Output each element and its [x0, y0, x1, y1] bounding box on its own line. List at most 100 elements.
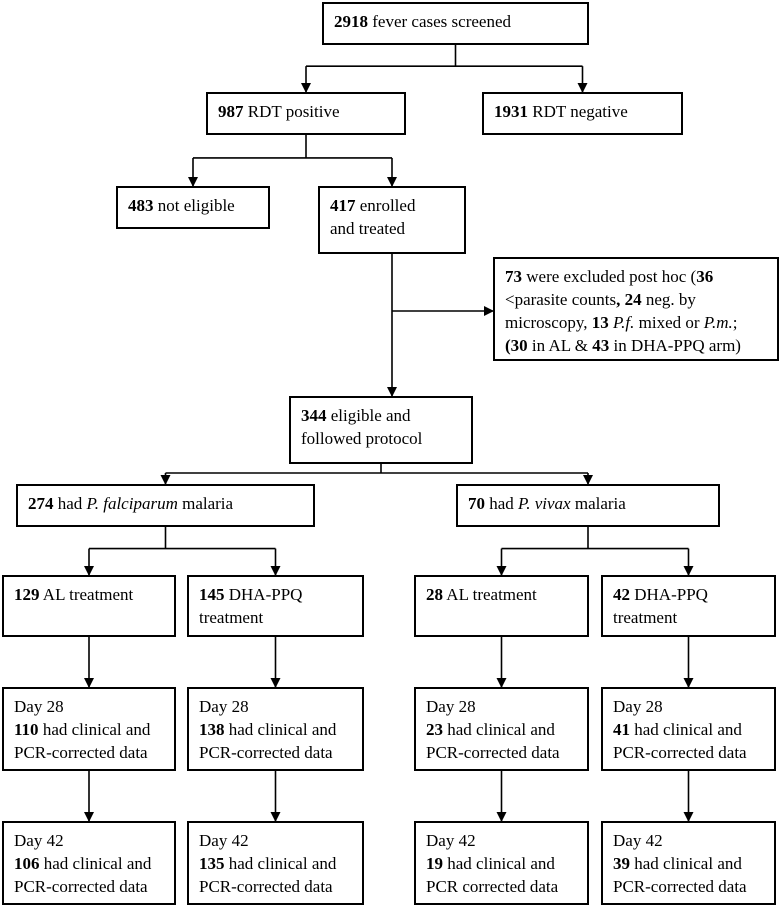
node-text-run: had clinical and: [630, 720, 742, 739]
node-text-run: Day 42: [613, 831, 663, 850]
node-text-line: 344 eligible and: [301, 404, 461, 427]
node-text-run: in AL &: [527, 336, 593, 355]
node-text-line: 987 RDT positive: [218, 100, 394, 123]
node-text-run: PCR-corrected data: [14, 877, 148, 896]
node-text-line: 135 had clinical and: [199, 852, 352, 875]
node-text-line: 106 had clinical and: [14, 852, 164, 875]
node-text-run: Day 28: [199, 697, 249, 716]
node-text-line: Day 28: [426, 695, 577, 718]
node-text-line: 70 had P. vivax malaria: [468, 492, 708, 515]
node-text-run: not eligible: [153, 196, 235, 215]
node-text-run: ;: [732, 313, 738, 332]
node-text-run: were excluded post hoc (: [522, 267, 697, 286]
node-pv-malaria: 70 had P. vivax malaria: [456, 484, 720, 527]
node-text-run: malaria: [177, 494, 234, 513]
node-text-run: PCR-corrected data: [613, 743, 747, 762]
node-text-line: PCR-corrected data: [199, 875, 352, 898]
node-text-run: PCR-corrected data: [14, 743, 148, 762]
node-text-run: had clinical and: [224, 854, 337, 873]
node-text-line: Day 28: [14, 695, 164, 718]
node-text-run: P.f.: [612, 313, 635, 332]
node-text-line: followed protocol: [301, 427, 461, 450]
node-text-run: 70: [468, 494, 485, 513]
node-text-run: AL treatment: [39, 585, 134, 604]
node-text-run: 987: [218, 102, 244, 121]
node-text-run: 73: [505, 267, 522, 286]
node-text-run: 2918: [334, 12, 368, 31]
node-text-line: PCR-corrected data: [613, 741, 764, 764]
node-excluded: 73 were excluded post hoc (36 <parasite c…: [493, 257, 779, 361]
node-text-run: mixed or: [634, 313, 704, 332]
node-text-line: 39 had clinical and: [613, 852, 764, 875]
node-text-run: PCR-corrected data: [613, 877, 747, 896]
node-text-line: Day 42: [613, 829, 764, 852]
node-text-run: treatment: [199, 608, 264, 627]
node-text-line: 129 AL treatment: [14, 583, 164, 606]
node-text-run: PCR corrected data: [426, 877, 559, 896]
node-text-line: PCR-corrected data: [14, 741, 164, 764]
node-text-run: Day 42: [14, 831, 64, 850]
node-text-line: 417 enrolled: [330, 194, 454, 217]
node-text-line: 23 had clinical and: [426, 718, 577, 741]
node-text-run: RDT negative: [528, 102, 628, 121]
node-text-run: enrolled: [355, 196, 416, 215]
node-text-line: 19 had clinical and: [426, 852, 577, 875]
node-text-line: 42 DHA-PPQ: [613, 583, 764, 606]
node-text-run: 106: [14, 854, 40, 873]
node-text-run: 344: [301, 406, 327, 425]
node-text-line: 28 AL treatment: [426, 583, 577, 606]
node-pv-al-treatment: 28 AL treatment: [414, 575, 589, 637]
node-text-run: 13: [591, 313, 609, 332]
node-pf-malaria: 274 had P. falciparum malaria: [16, 484, 315, 527]
node-text-line: microscopy, 13 P.f. mixed or P.m.;: [505, 311, 767, 334]
node-text-run: followed protocol: [301, 429, 423, 448]
node-text-line: <parasite counts, 24 neg. by: [505, 288, 767, 311]
node-text-run: treatment: [613, 608, 678, 627]
node-text-run: 43: [592, 336, 610, 355]
node-text-run: had clinical and: [224, 720, 337, 739]
node-text-run: (30: [505, 336, 528, 355]
node-text-run: RDT positive: [243, 102, 340, 121]
node-text-line: Day 42: [426, 829, 577, 852]
node-text-line: Day 42: [14, 829, 164, 852]
node-text-run: in DHA-PPQ arm): [609, 336, 741, 355]
node-text-run: , 24: [616, 290, 642, 309]
node-text-line: 483 not eligible: [128, 194, 258, 217]
node-text-run: 39: [613, 854, 630, 873]
node-text-run: 36: [696, 267, 714, 286]
node-text-line: Day 42: [199, 829, 352, 852]
node-text-line: (30 in AL & 43 in DHA-PPQ arm): [505, 334, 767, 357]
node-text-line: PCR-corrected data: [426, 741, 577, 764]
node-text-run: DHA-PPQ: [224, 585, 303, 604]
node-text-run: malaria: [570, 494, 626, 513]
node-text-run: 19: [426, 854, 443, 873]
node-text-line: and treated: [330, 217, 454, 240]
node-text-run: 1931: [494, 102, 528, 121]
node-text-line: 1931 RDT negative: [494, 100, 671, 123]
node-text-run: P.m.: [703, 313, 733, 332]
node-text-line: PCR-corrected data: [199, 741, 352, 764]
node-rdt-positive: 987 RDT positive: [206, 92, 406, 135]
node-text-run: PCR-corrected data: [199, 877, 333, 896]
node-text-line: 110 had clinical and: [14, 718, 164, 741]
node-text-run: eligible and: [326, 406, 411, 425]
node-text-run: 23: [426, 720, 443, 739]
node-text-run: 483: [128, 196, 154, 215]
node-text-run: PCR-corrected data: [199, 743, 333, 762]
node-text-line: 41 had clinical and: [613, 718, 764, 741]
node-text-run: 110: [14, 720, 39, 739]
node-not-eligible: 483 not eligible: [116, 186, 270, 229]
node-text-run: 138: [199, 720, 225, 739]
node-text-run: had clinical and: [443, 854, 555, 873]
node-text-run: <parasite counts: [505, 290, 617, 309]
node-text-run: had: [485, 494, 519, 513]
node-text-run: had clinical and: [39, 854, 152, 873]
node-screened: 2918 fever cases screened: [322, 2, 589, 45]
